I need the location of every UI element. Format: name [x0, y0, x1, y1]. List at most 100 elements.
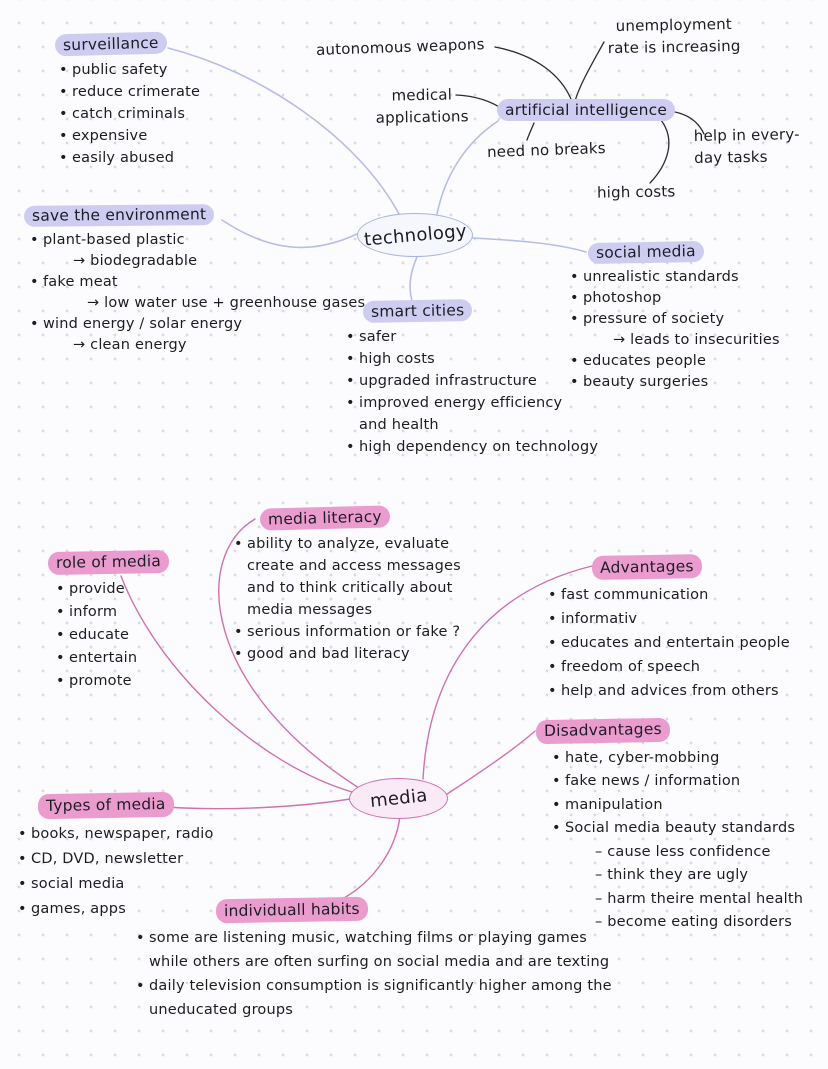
connector-technology-artificial-intelligence: [436, 120, 499, 215]
list-item: beauty surgeries: [570, 372, 820, 393]
list-item: daily television consumption is signific…: [136, 974, 628, 1022]
connector-ai-need-no-breaks: [526, 122, 535, 141]
list-item: help and advices from others: [548, 679, 808, 703]
role-of-media-branch: role of media provide inform educate ent…: [47, 549, 198, 693]
connector-media-individual-habits: [333, 815, 401, 904]
connector-media-types-of-media: [151, 798, 351, 810]
list-item: games, apps: [18, 897, 238, 922]
list-item: fast communication: [548, 583, 808, 607]
list-item: public safety: [59, 59, 285, 81]
list-item: expensive: [59, 125, 285, 147]
social-media-branch: social media unrealistic standards photo…: [570, 240, 820, 393]
list-item: hate, cyber-mobbing: [552, 747, 806, 771]
list-item: provide: [56, 578, 198, 601]
connector-ai-autonomous-weapons: [494, 46, 572, 100]
list-item: entertain: [56, 647, 198, 670]
social-media-list: unrealistic standards photoshop pressure…: [570, 267, 820, 393]
types-of-media-branch: Types of media books, newspaper, radio C…: [18, 791, 238, 922]
connector-technology-social-media: [471, 237, 587, 253]
list-item: some are listening music, watching films…: [136, 926, 628, 974]
list-item: – cause less confidence: [595, 843, 771, 860]
types-of-media-list: books, newspaper, radio CD, DVD, newslet…: [18, 822, 238, 922]
list-item: easily abused: [59, 147, 285, 169]
list-item: high dependency on technology: [346, 436, 598, 458]
connector-media-disadvantages: [443, 730, 536, 797]
list-item: improved energy efficiency and health: [346, 392, 572, 436]
list-item: good and bad literacy: [234, 643, 466, 665]
media-node-label: media: [368, 785, 429, 812]
list-item: Social media beauty standards: [552, 817, 806, 841]
list-item: educates and entertain people: [548, 631, 808, 655]
list-item: fake meat: [30, 272, 354, 293]
media-literacy-list: ability to analyze, evaluate create and …: [234, 533, 466, 665]
disadvantages-list: hate, cyber-mobbing fake news / informat…: [552, 747, 806, 935]
list-item: → biodegradable: [73, 253, 198, 269]
role-of-media-list: provide inform educate entertain promote: [56, 578, 198, 693]
list-item: educate: [56, 624, 198, 647]
surveillance-list: public safety reduce crimerate catch cri…: [59, 59, 285, 169]
list-item: manipulation: [552, 794, 806, 818]
smart-cities-heading: smart cities: [362, 299, 473, 323]
save-environment-heading: save the environment: [23, 204, 215, 227]
save-environment-branch: save the environment plant-based plastic…: [23, 204, 366, 356]
list-item: reduce crimerate: [59, 81, 285, 103]
help-everyday-tasks-label: help in every-day tasks: [693, 125, 800, 167]
save-environment-list: plant-based plastic → biodegradable fake…: [30, 230, 366, 356]
advantages-branch: Advantages fast communication informativ…: [548, 554, 808, 703]
smart-cities-list: safer high costs upgraded infrastructure…: [346, 326, 598, 458]
list-item: → leads to insecurities: [613, 332, 780, 348]
list-item: – think they are ugly: [595, 867, 749, 883]
list-item: catch criminals: [59, 103, 285, 125]
list-item: social media: [18, 872, 238, 897]
list-item: ability to analyze, evaluate create and …: [234, 533, 466, 621]
list-item: educates people: [570, 351, 820, 372]
connector-technology-smart-cities: [409, 256, 418, 307]
list-item: books, newspaper, radio: [18, 822, 238, 847]
list-item: – harm theire mental health: [595, 890, 804, 907]
list-item: CD, DVD, newsletter: [18, 847, 238, 872]
smart-cities-branch: smart cities safer high costs upgraded i…: [346, 299, 598, 458]
media-node: media: [349, 778, 448, 819]
high-costs-label: high costs: [596, 182, 676, 202]
role-of-media-heading: role of media: [47, 549, 170, 576]
list-item: freedom of speech: [548, 655, 808, 679]
connector-ai-unemployment: [574, 41, 605, 102]
list-item: fake news / information: [552, 770, 806, 794]
advantages-list: fast communication informativ educates a…: [548, 583, 808, 703]
list-item: inform: [56, 601, 198, 624]
list-item: – become eating disorders: [595, 914, 793, 930]
list-item: → clean energy: [73, 337, 187, 353]
list-item: unrealistic standards: [570, 267, 820, 288]
list-item: plant-based plastic: [30, 230, 354, 251]
technology-node: technology: [357, 213, 473, 257]
individual-habits-branch: individuall habits some are listening mu…: [136, 896, 636, 1022]
list-item: promote: [56, 670, 198, 693]
medical-applications-label: medical applications: [375, 85, 469, 127]
artificial-intelligence-heading: artificial intelligence: [497, 99, 676, 121]
list-item: upgraded infrastructure: [346, 370, 572, 392]
list-item: informativ: [548, 607, 808, 631]
list-item: high costs: [346, 348, 572, 370]
list-item: → low water use + greenhouse gases: [87, 295, 366, 311]
advantages-heading: Advantages: [591, 554, 702, 580]
list-item: photoshop: [570, 288, 820, 309]
list-item: safer: [346, 326, 572, 348]
types-of-media-heading: Types of media: [37, 791, 174, 820]
connector-ai-high-costs: [649, 119, 670, 184]
list-item: serious information or fake ?: [234, 621, 466, 643]
media-literacy-branch: media literacy ability to analyze, evalu…: [234, 505, 466, 665]
technology-node-label: technology: [362, 220, 468, 250]
unemployment-label: unemployment rate is increasing: [607, 14, 741, 58]
individual-habits-heading: individuall habits: [215, 896, 368, 924]
artificial-intelligence-branch: artificial intelligence: [497, 99, 676, 122]
surveillance-branch: surveillance public safety reduce crimer…: [54, 31, 285, 169]
disadvantages-heading: Disadvantages: [535, 717, 670, 744]
media-literacy-heading: media literacy: [259, 505, 391, 531]
list-item: wind energy / solar energy: [30, 314, 354, 335]
individual-habits-list: some are listening music, watching films…: [136, 926, 628, 1022]
list-item: pressure of society: [570, 309, 820, 330]
need-no-breaks-label: need no breaks: [486, 138, 607, 162]
social-media-heading: social media: [587, 240, 704, 265]
surveillance-heading: surveillance: [54, 31, 167, 57]
